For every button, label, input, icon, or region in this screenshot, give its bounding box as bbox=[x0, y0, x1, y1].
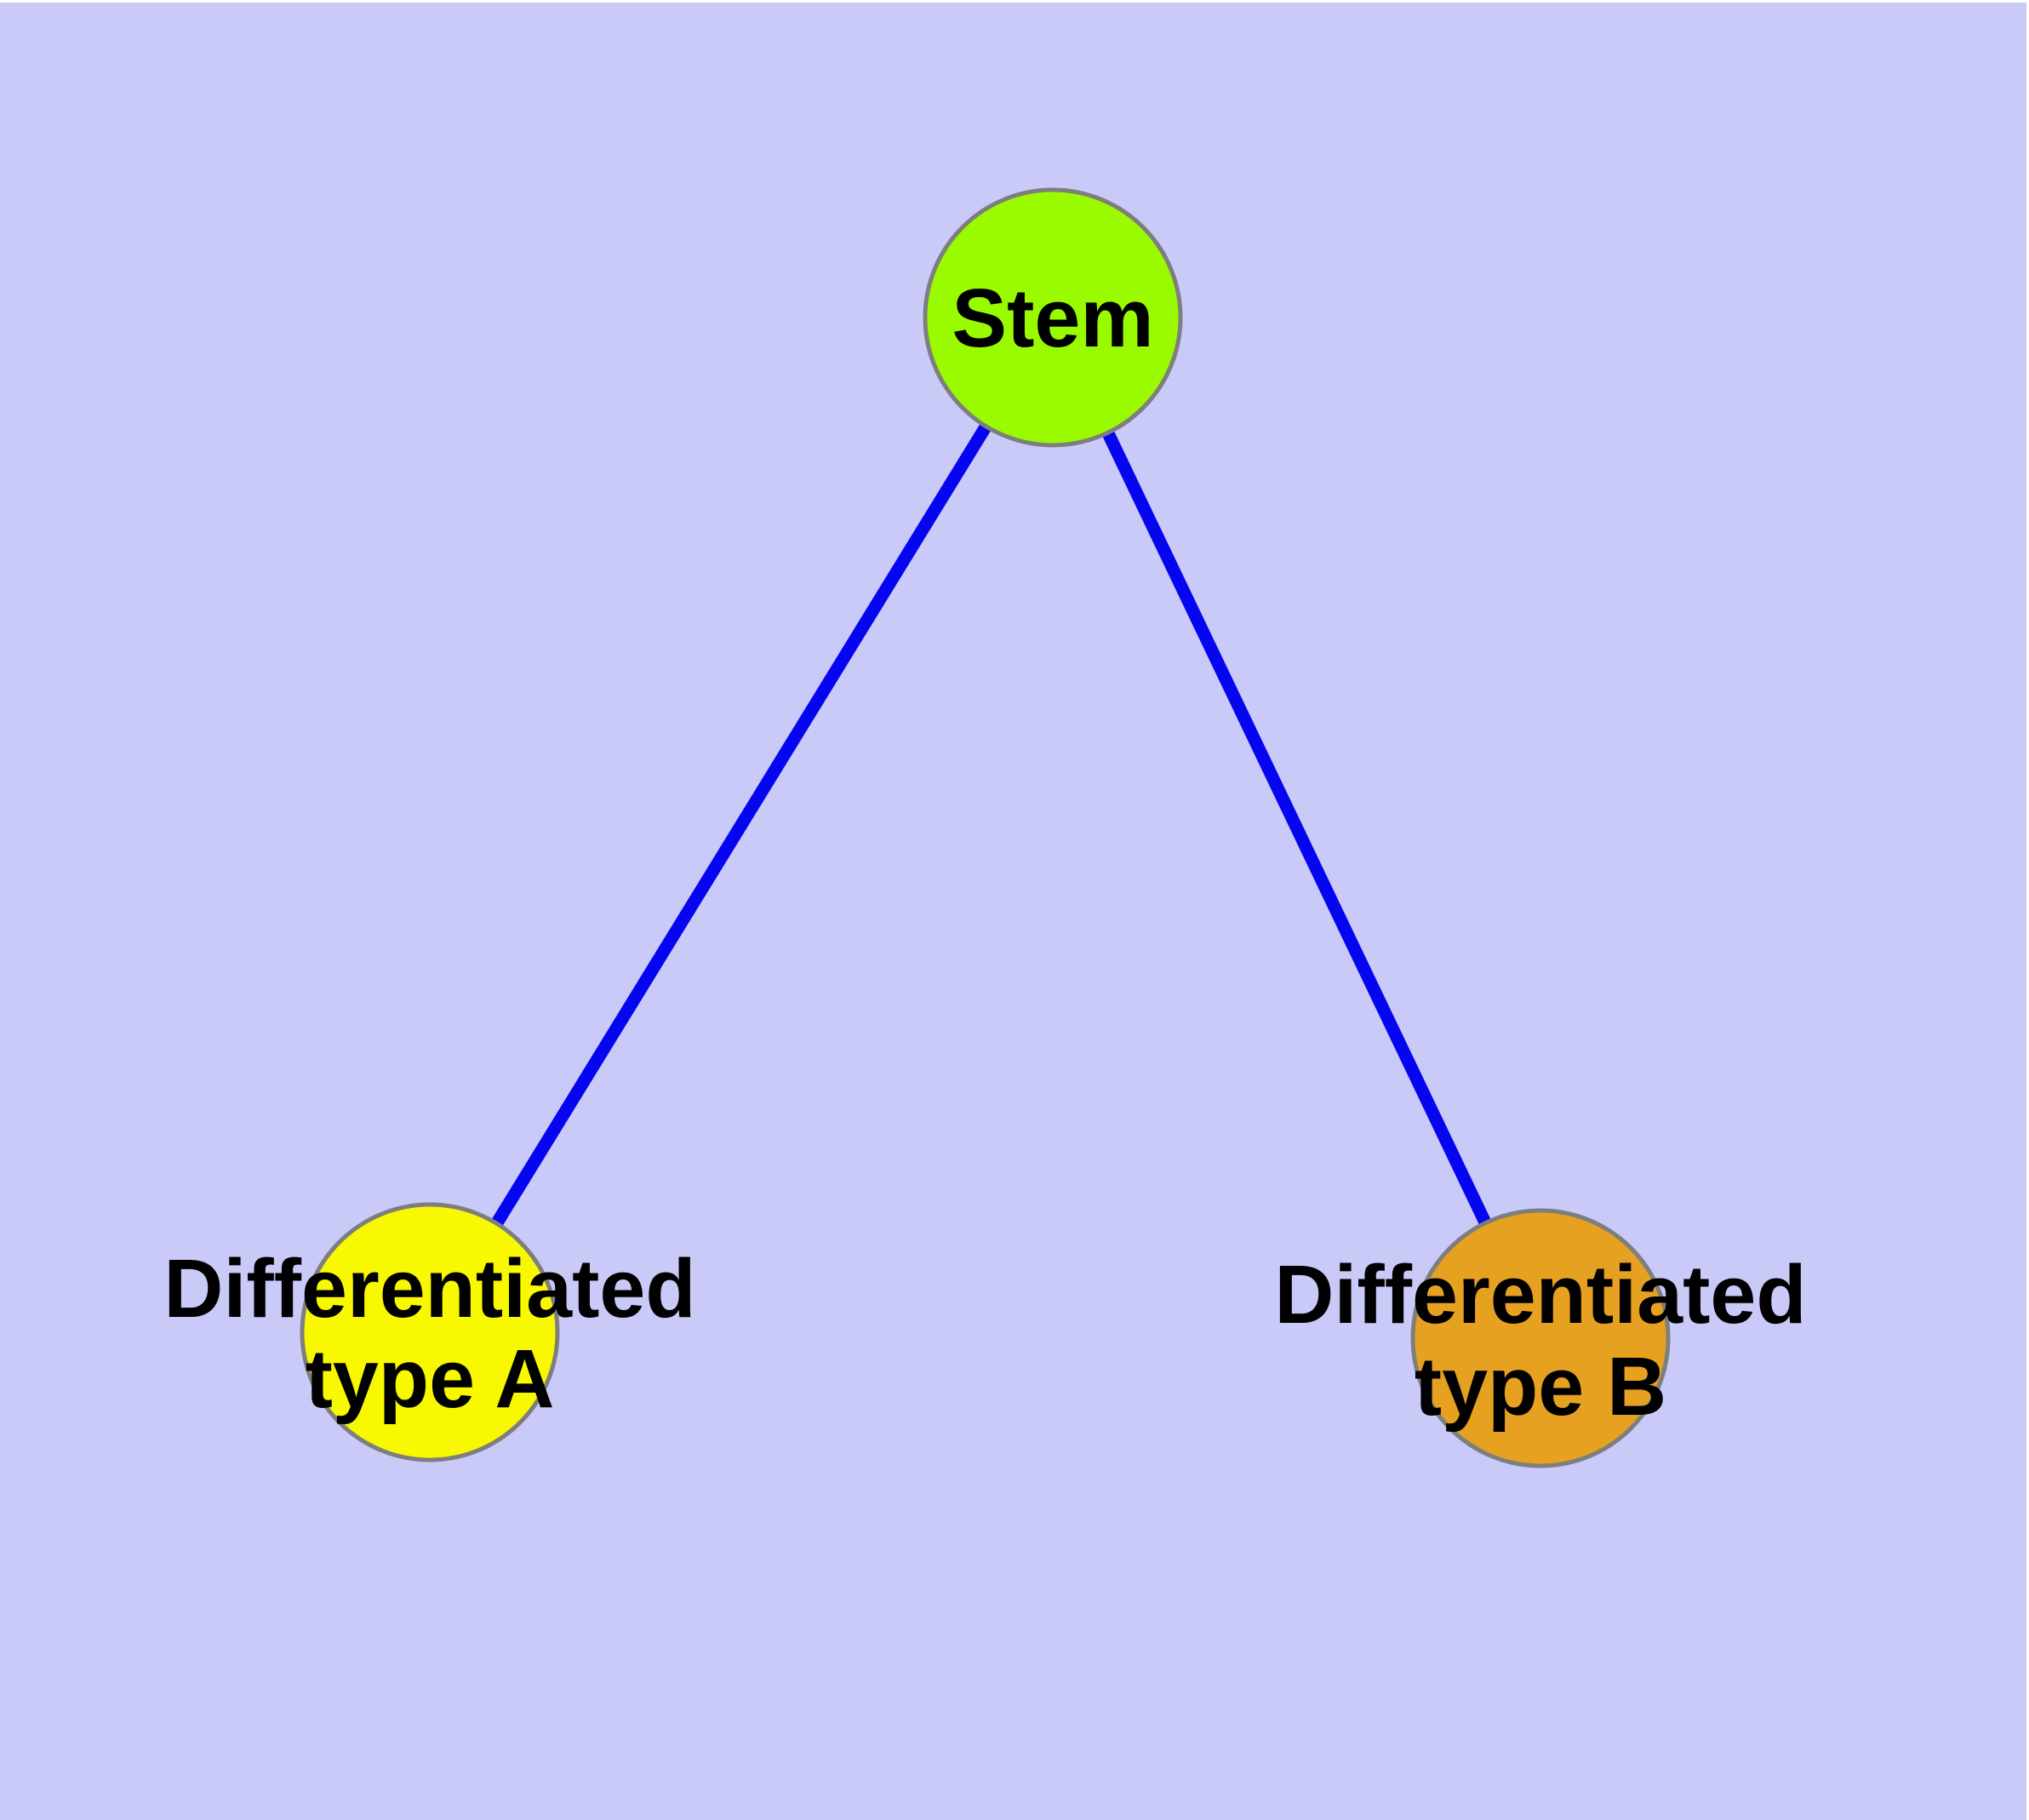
node-type-a-circle bbox=[300, 1202, 560, 1462]
edge-stem-to-type-b bbox=[1047, 314, 1546, 1342]
node-type-b-label-line2: type B bbox=[1415, 1340, 1666, 1433]
node-differentiated-type-b: Differentiated type B bbox=[1274, 1208, 1807, 1468]
node-type-b-label-line1: Differentiated bbox=[1274, 1248, 1806, 1341]
node-type-a-label-line2: type A bbox=[306, 1332, 555, 1425]
node-type-b-circle bbox=[1410, 1208, 1671, 1468]
edge-stem-to-type-a bbox=[424, 314, 1059, 1336]
edge-group bbox=[424, 314, 1546, 1342]
node-stem: Stem bbox=[923, 187, 1183, 448]
node-type-a-label-line1: Differentiated bbox=[163, 1242, 695, 1335]
node-stem-label: Stem bbox=[952, 272, 1153, 364]
node-differentiated-type-a: Differentiated type A bbox=[163, 1202, 696, 1462]
node-stem-circle bbox=[923, 187, 1183, 448]
